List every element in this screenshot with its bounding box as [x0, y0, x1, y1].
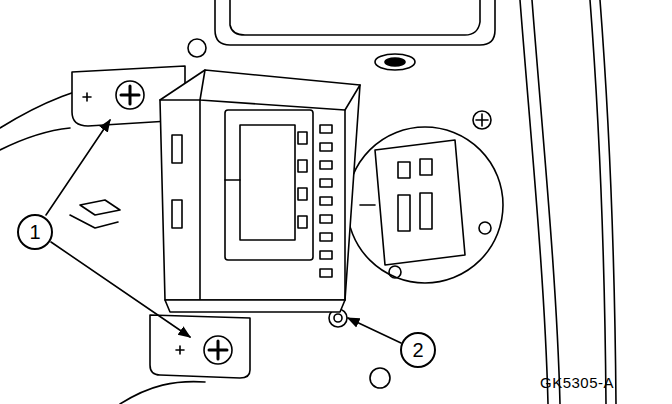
- module-flange: [165, 300, 345, 312]
- pin: [298, 132, 307, 144]
- rib: [320, 125, 332, 133]
- leader-line: [51, 242, 190, 337]
- leader-line: [46, 120, 110, 215]
- housing: [230, 0, 480, 35]
- plus-mark: [83, 93, 91, 101]
- door-panel-edge: [520, 0, 548, 404]
- pin: [298, 188, 307, 200]
- rib: [320, 215, 332, 223]
- latch: [225, 179, 240, 181]
- callout-number: 1: [29, 222, 40, 242]
- door-panel-edge: [600, 0, 616, 404]
- screw: [204, 336, 232, 364]
- screw: [473, 111, 491, 129]
- screw-cross: [121, 86, 139, 104]
- hole: [370, 368, 390, 388]
- connector-latch: [240, 125, 295, 240]
- screw: [116, 81, 144, 109]
- latch: [360, 204, 375, 206]
- rib: [320, 143, 332, 151]
- callout-circle: 2: [400, 332, 436, 368]
- panel-edge: [120, 382, 205, 404]
- clip: [80, 200, 120, 215]
- bolt: [188, 39, 206, 57]
- door-panel-edge: [532, 0, 560, 404]
- rib: [320, 197, 332, 205]
- figure-code: GK5305-A: [540, 374, 614, 391]
- hole: [389, 266, 401, 278]
- rib: [320, 179, 332, 187]
- slot: [172, 135, 182, 163]
- module-edge: [344, 110, 346, 300]
- pin: [298, 160, 307, 172]
- rib: [320, 233, 332, 241]
- screw-cross: [476, 114, 488, 126]
- module-edge: [200, 70, 360, 110]
- rib: [320, 269, 332, 277]
- module-edge: [160, 100, 200, 300]
- bracket: [150, 315, 250, 378]
- housing: [215, 0, 495, 45]
- terminal: [398, 195, 410, 231]
- terminal: [420, 193, 432, 229]
- module-housing: [160, 70, 360, 300]
- pin: [298, 216, 307, 228]
- hole: [334, 314, 342, 322]
- mount-ring: [347, 127, 503, 283]
- screw-cross: [209, 341, 227, 359]
- connector-cavity: [225, 110, 313, 260]
- rib: [320, 161, 332, 169]
- terminal: [398, 162, 410, 178]
- hole: [479, 222, 491, 234]
- panel-edge: [0, 128, 70, 150]
- boss-hole: [385, 58, 405, 66]
- plus-mark: [176, 346, 184, 354]
- callout-circle: 1: [17, 214, 53, 250]
- leader-line: [348, 318, 401, 343]
- connector: [375, 140, 465, 265]
- slot: [172, 200, 182, 228]
- callout-number: 2: [412, 340, 423, 360]
- terminal: [420, 159, 432, 175]
- rib: [320, 251, 332, 259]
- clip: [70, 215, 118, 228]
- boss: [375, 54, 415, 70]
